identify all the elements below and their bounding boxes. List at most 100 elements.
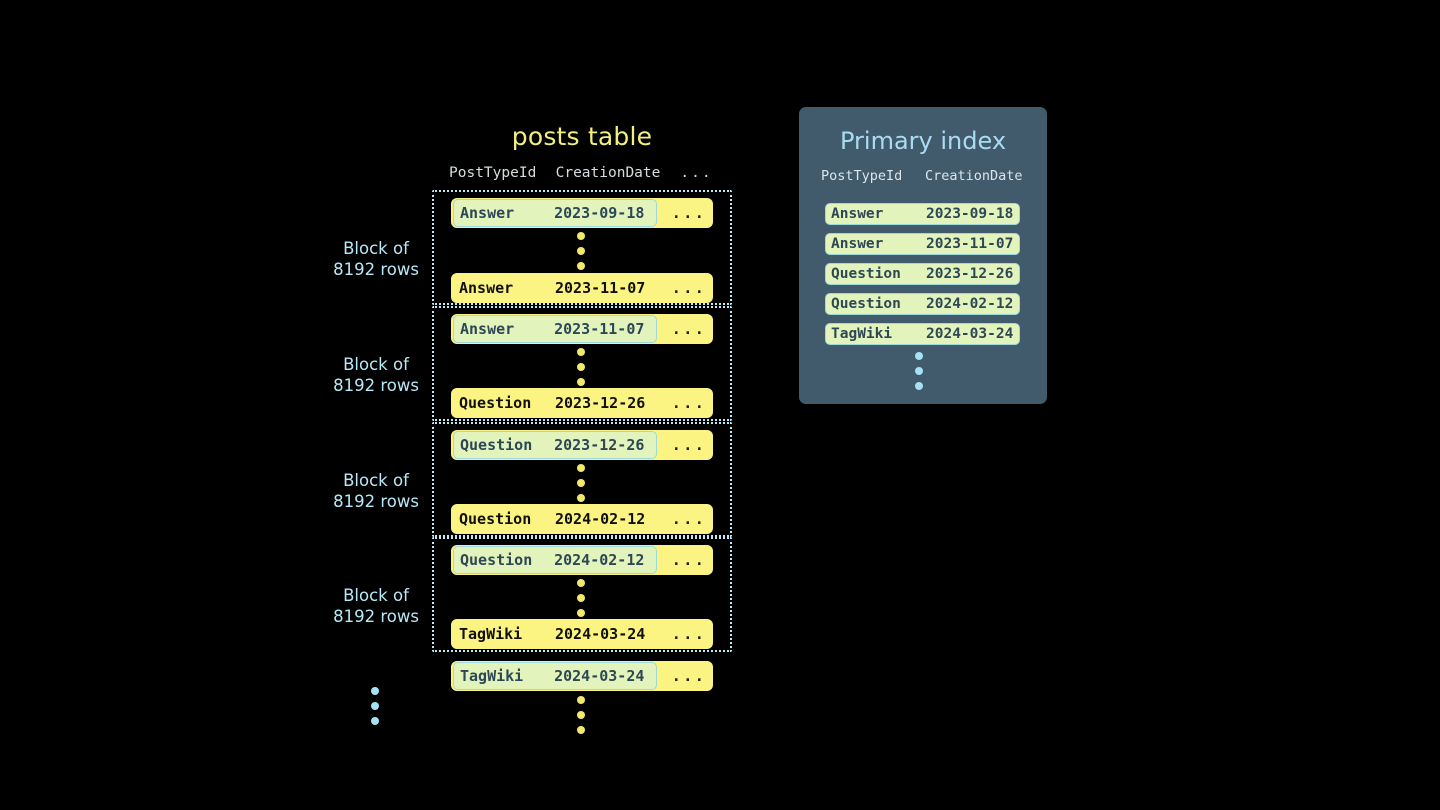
index-column-header-creationdate: CreationDate <box>925 168 1023 184</box>
index-row-posttypeid: Question <box>831 266 901 282</box>
primary-index-panel: Primary index PostTypeId CreationDate An… <box>799 107 1047 404</box>
dot <box>577 378 585 386</box>
index-row-posttypeid: Question <box>831 296 901 312</box>
row-creationdate: 2023-12-26 <box>555 394 646 412</box>
key-creationdate: 2024-02-12 <box>554 551 645 569</box>
index-row-creationdate: 2023-09-18 <box>926 206 1014 222</box>
row-ellipsis: ... <box>671 204 707 222</box>
row-ellipsis: ... <box>671 436 707 454</box>
index-key-highlight: Question 2024-02-12 <box>453 546 657 574</box>
key-creationdate: 2023-12-26 <box>554 436 645 454</box>
block-2-row-ellipsis <box>577 348 585 386</box>
index-row-creationdate: 2024-02-12 <box>926 296 1014 312</box>
dot <box>577 262 585 270</box>
index-key-highlight: Answer 2023-09-18 <box>453 199 657 227</box>
dot <box>577 479 585 487</box>
column-header-creationdate: CreationDate <box>555 165 661 181</box>
block-1-row-ellipsis <box>577 232 585 270</box>
dot <box>371 717 379 725</box>
dot <box>577 348 585 356</box>
row-ellipsis: ... <box>671 551 707 569</box>
row-ellipsis: ... <box>671 667 707 685</box>
key-posttypeid: Question <box>460 551 533 569</box>
row-posttypeid: Question <box>459 394 532 412</box>
row-ellipsis: ... <box>671 279 707 297</box>
primary-index-continuation-ellipsis <box>915 352 923 390</box>
row-creationdate: 2024-02-12 <box>555 510 646 528</box>
row-posttypeid: TagWiki <box>459 625 523 643</box>
row-posttypeid: Question <box>459 510 532 528</box>
index-row-creationdate: 2023-12-26 <box>926 266 1014 282</box>
block-3-row-ellipsis <box>577 464 585 502</box>
index-row-creationdate: 2024-03-24 <box>926 326 1014 342</box>
dot <box>577 247 585 255</box>
table-row: TagWiki 2024-03-24 ... TagWiki 2024-03-2… <box>451 661 713 691</box>
column-header-posttypeid: PostTypeId <box>449 165 537 181</box>
row-ellipsis: ... <box>671 394 707 412</box>
dot <box>577 579 585 587</box>
dot <box>577 696 585 704</box>
key-posttypeid: TagWiki <box>460 667 524 685</box>
dot <box>577 726 585 734</box>
block-2 <box>432 306 732 421</box>
table-row: Question 2024-02-12 ... Question 2024-02… <box>451 545 713 575</box>
dot <box>371 702 379 710</box>
index-key-highlight: Answer 2023-11-07 <box>453 315 657 343</box>
index-row-posttypeid: Answer <box>831 206 884 222</box>
index-row: Answer 2023-11-07 <box>825 233 1020 255</box>
index-row: TagWiki 2024-03-24 <box>825 323 1020 345</box>
row-ellipsis: ... <box>671 510 707 528</box>
index-row: Question 2023-12-26 <box>825 263 1020 285</box>
dot <box>577 609 585 617</box>
posts-table-title: posts table <box>511 122 653 151</box>
dot <box>577 711 585 719</box>
dot <box>577 464 585 472</box>
block-continuation-ellipsis <box>371 687 379 725</box>
index-row-posttypeid: TagWiki <box>831 326 893 342</box>
row-posttypeid: Answer <box>459 279 514 297</box>
posts-table-column-headers: PostTypeId CreationDate ... <box>441 165 726 181</box>
block-1 <box>432 190 732 305</box>
table-row: Question 2023-12-26 ... Question 2023-12… <box>451 430 713 460</box>
index-row: Question 2024-02-12 <box>825 293 1020 315</box>
index-row-creationdate: 2023-11-07 <box>926 236 1014 252</box>
block-3 <box>432 422 732 537</box>
row-creationdate: 2023-11-07 <box>555 279 646 297</box>
row-ellipsis: ... <box>671 625 707 643</box>
key-posttypeid: Answer <box>460 320 515 338</box>
dot <box>915 352 923 360</box>
key-posttypeid: Question <box>460 436 533 454</box>
table-row: Answer 2023-09-18 ... Answer 2023-09-18 <box>451 198 713 228</box>
key-posttypeid: Answer <box>460 204 515 222</box>
key-creationdate: 2023-09-18 <box>554 204 645 222</box>
table-row: Answer 2023-11-07 ... <box>451 273 713 303</box>
table-row: Answer 2023-11-07 ... Answer 2023-11-07 <box>451 314 713 344</box>
row-ellipsis: ... <box>671 320 707 338</box>
row-creationdate: 2024-03-24 <box>555 625 646 643</box>
table-row: Question 2024-02-12 ... <box>451 504 713 534</box>
dot <box>371 687 379 695</box>
posts-table-continuation-ellipsis <box>577 696 585 734</box>
primary-index-title: Primary index <box>839 127 1007 155</box>
key-creationdate: 2024-03-24 <box>554 667 645 685</box>
index-row-posttypeid: Answer <box>831 236 884 252</box>
key-creationdate: 2023-11-07 <box>554 320 645 338</box>
primary-index-column-headers: PostTypeId CreationDate <box>815 168 1031 184</box>
dot <box>577 232 585 240</box>
dot <box>577 594 585 602</box>
dot <box>915 367 923 375</box>
dot <box>577 363 585 371</box>
block-4-row-ellipsis <box>577 579 585 617</box>
dot <box>577 494 585 502</box>
column-header-ellipsis: ... <box>680 165 713 181</box>
index-key-highlight: Question 2023-12-26 <box>453 431 657 459</box>
